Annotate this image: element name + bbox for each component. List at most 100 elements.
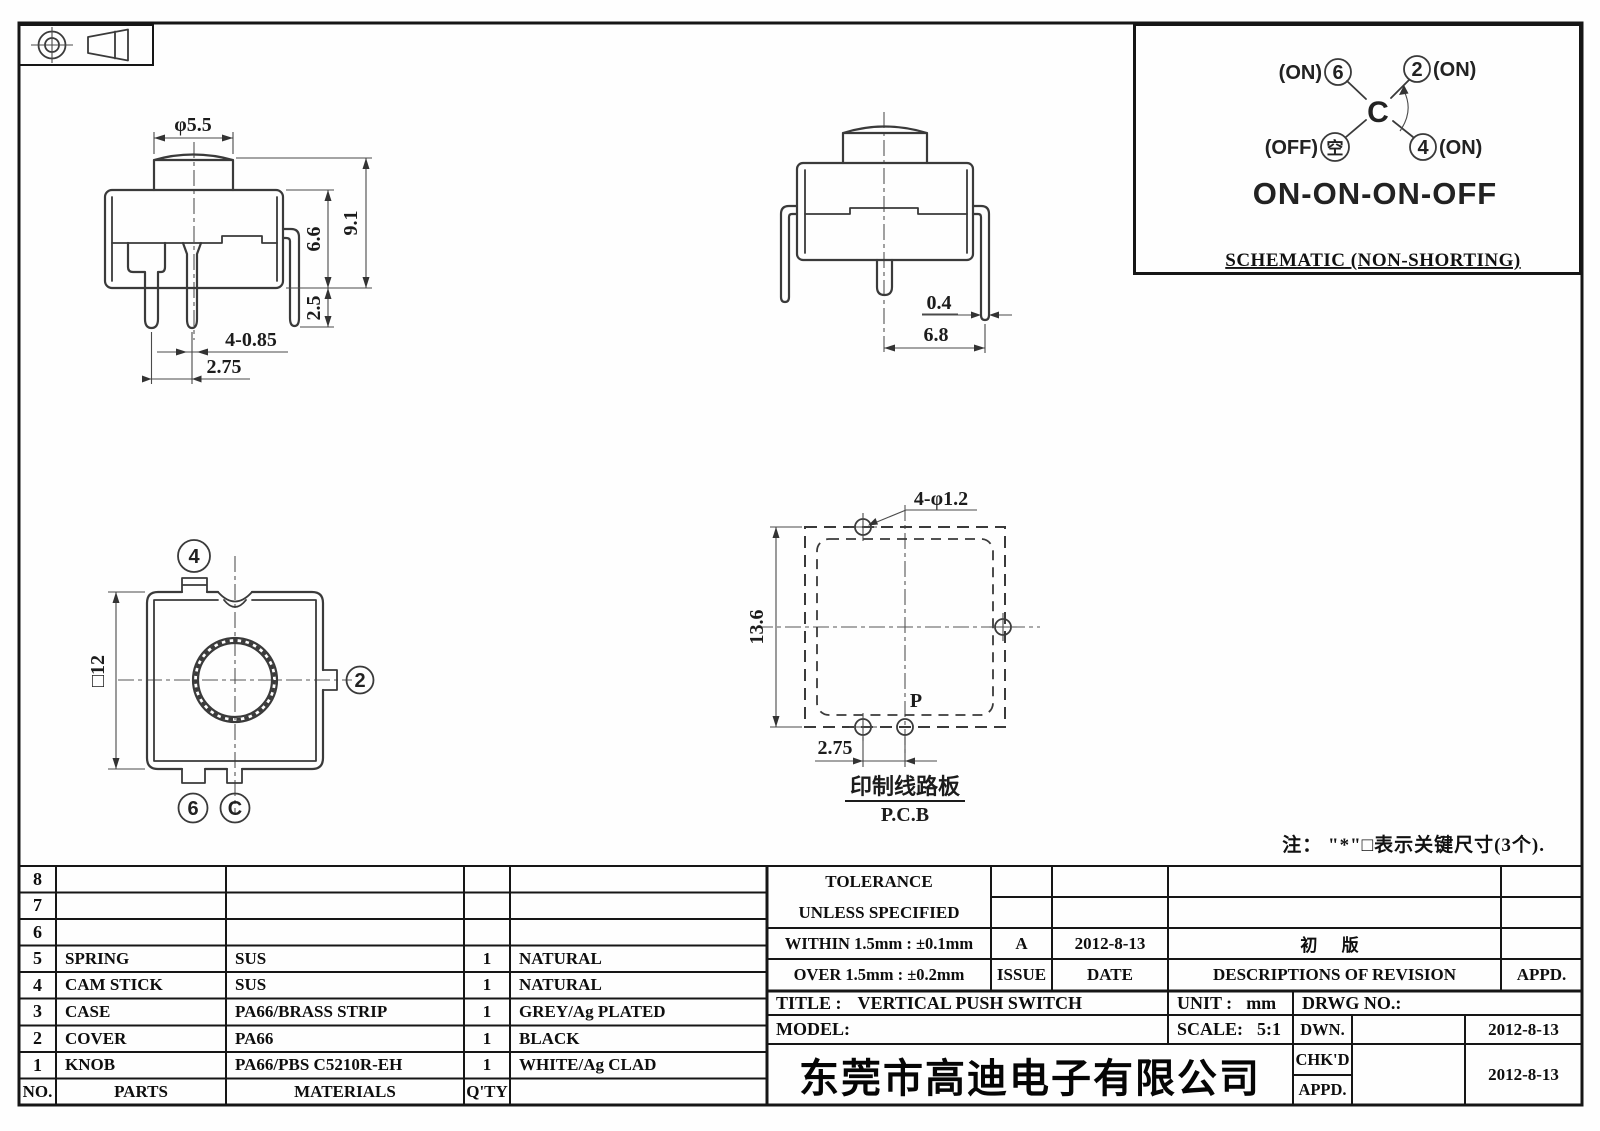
top-pin-label-2: 2 <box>345 665 375 695</box>
svg-text:13.6: 13.6 <box>746 610 768 645</box>
parts-row-finish: NATURAL <box>519 975 602 994</box>
parts-header-qty: Q'TY <box>466 1081 508 1101</box>
pcb-dim-holes: 4-φ1.2 <box>868 488 977 526</box>
top-pin-label-4: 4 <box>177 539 211 573</box>
schematic-state-4: (ON) <box>1439 137 1482 159</box>
unit-value: mm <box>1246 992 1277 1013</box>
parts-row-material: SUS <box>235 975 267 994</box>
revision-issue-value: A <box>1015 933 1028 953</box>
appd-label: APPD. <box>1298 1080 1347 1099</box>
sheet-border <box>17 21 1584 1107</box>
schematic-pin-2: 2 <box>1411 59 1422 81</box>
pcb-label-p: P <box>910 690 922 712</box>
schematic-state-2: (ON) <box>1433 59 1476 81</box>
parts-row-finish: WHITE/Ag CLAD <box>519 1055 657 1074</box>
front-dim-pin-length: 2.5 <box>300 288 334 328</box>
pcb-caption: 印制线路板 P.C.B <box>845 774 965 826</box>
projection-symbol <box>18 24 154 66</box>
parts-row-name: COVER <box>65 1028 127 1048</box>
parts-header-materials: MATERIALS <box>294 1081 396 1101</box>
revision-issue-header: ISSUE <box>996 965 1047 984</box>
front-dim-body-height: 6.6 <box>286 189 334 288</box>
front-pins <box>126 227 301 330</box>
parts-row-no: 5 <box>33 948 42 968</box>
parts-row-material: PA66 <box>235 1028 274 1048</box>
parts-row-material: PA66/PBS C5210R-EH <box>235 1055 403 1074</box>
schematic-function: ON-ON-ON-OFF <box>1253 176 1497 211</box>
pcb-holes: P <box>849 513 1017 741</box>
scale-label: SCALE: <box>1177 1018 1244 1039</box>
schematic-pin-6: 6 <box>1332 62 1343 84</box>
svg-text:4-φ1.2: 4-φ1.2 <box>914 488 968 510</box>
svg-text:6.8: 6.8 <box>924 324 949 346</box>
svg-text:C: C <box>228 798 242 820</box>
schematic-box: 6 (ON) 2 (ON) C 空 (OFF) 4 (ON) ON-ON-ON-… <box>1133 23 1582 275</box>
company-name: 东莞市高迪电子有限公司 <box>799 1055 1261 1102</box>
tolerance-over: OVER 1.5mm : ±0.2mm <box>793 965 965 984</box>
tolerance-subtitle: UNLESS SPECIFIED <box>798 902 960 922</box>
title-label: TITLE : <box>776 992 842 1013</box>
front-dim-pin-pitch: 2.75 <box>142 332 250 384</box>
revision-date-header: DATE <box>1087 965 1133 984</box>
dwn-date: 2012-8-13 <box>1488 1019 1559 1039</box>
parts-row-material: PA66/BRASS STRIP <box>235 1001 388 1021</box>
svg-text:2.5: 2.5 <box>303 296 325 321</box>
top-body <box>145 590 325 771</box>
front-knob <box>152 153 235 192</box>
schematic-state-6: (ON) <box>1279 62 1322 84</box>
parts-row-no: 4 <box>33 974 42 995</box>
parts-row-no: 8 <box>33 868 42 889</box>
title-value: VERTICAL PUSH SWITCH <box>857 992 1082 1013</box>
scale-cell: SCALE: 5:1 <box>1168 1015 1302 1043</box>
parts-row-qty: 1 <box>482 948 492 968</box>
schematic-common: C <box>1367 96 1389 129</box>
pcb-view: P 4-φ1.2 13.6 2.75 印制线路板 P.C.B <box>746 488 1040 826</box>
scale-value: 5:1 <box>1257 1018 1282 1039</box>
svg-text:6.6: 6.6 <box>303 227 325 252</box>
parts-header-parts: PARTS <box>114 1081 168 1101</box>
schematic-state-off: (OFF) <box>1265 137 1318 159</box>
revision-appd-header: APPD. <box>1516 965 1567 984</box>
svg-text:2: 2 <box>354 670 365 692</box>
chkd-label: CHK'D <box>1295 1049 1350 1069</box>
schematic-diagram: 6 (ON) 2 (ON) C 空 (OFF) 4 (ON) <box>1265 55 1482 162</box>
pcb-dim-pitch: 2.75 <box>815 737 937 767</box>
svg-text:φ5.5: φ5.5 <box>174 114 211 136</box>
pcb-dim-height: 13.6 <box>746 526 802 728</box>
title-row: TITLE : VERTICAL PUSH SWITCH <box>767 991 1177 1015</box>
parts-row-name: SPRING <box>65 948 130 968</box>
pcb-outline-outer <box>804 526 1006 728</box>
parts-row-no: 3 <box>33 1001 42 1021</box>
top-knob-circle <box>191 636 279 724</box>
top-pin-label-6: 6 <box>177 792 209 824</box>
front-view: φ5.5 9.1 6.6 2.5 4-0.85 <box>103 114 372 384</box>
parts-row-name: KNOB <box>65 1055 116 1074</box>
svg-text:2.75: 2.75 <box>818 737 853 759</box>
top-dim-body-size: □12 <box>87 591 145 770</box>
schematic-caption: SCHEMATIC (NON-SHORTING) <box>1225 250 1520 271</box>
side-pins <box>779 204 991 322</box>
tolerance-title: TOLERANCE <box>825 871 933 891</box>
parts-header-no: NO. <box>22 1081 53 1101</box>
side-dim-pin-thickness: 0.4 <box>922 292 1012 319</box>
parts-row-no: 1 <box>33 1054 42 1075</box>
parts-row-qty: 1 <box>482 1055 492 1074</box>
front-dim-total-height: 9.1 <box>236 157 372 289</box>
model-cell: MODEL: <box>776 1018 850 1039</box>
front-dim-knob-dia: φ5.5 <box>153 114 234 154</box>
side-dim-pin-span: 6.8 <box>884 324 986 353</box>
pcb-caption-cn: 印制线路板 <box>850 774 961 799</box>
top-tabs <box>181 577 338 784</box>
svg-text:0.4: 0.4 <box>927 292 952 314</box>
unit-label: UNIT : <box>1177 992 1233 1013</box>
drwg-no-cell: DRWG NO.: <box>1302 992 1402 1013</box>
revision-date-value: 2012-8-13 <box>1074 933 1146 953</box>
side-view: 0.4 6.8 <box>779 112 1012 356</box>
side-body <box>795 161 975 262</box>
svg-text:9.1: 9.1 <box>340 211 362 236</box>
parts-row-finish: BLACK <box>519 1028 580 1048</box>
svg-text:4: 4 <box>188 546 200 568</box>
schematic-pin-4: 4 <box>1417 137 1429 159</box>
parts-row-qty: 1 <box>482 1028 492 1048</box>
